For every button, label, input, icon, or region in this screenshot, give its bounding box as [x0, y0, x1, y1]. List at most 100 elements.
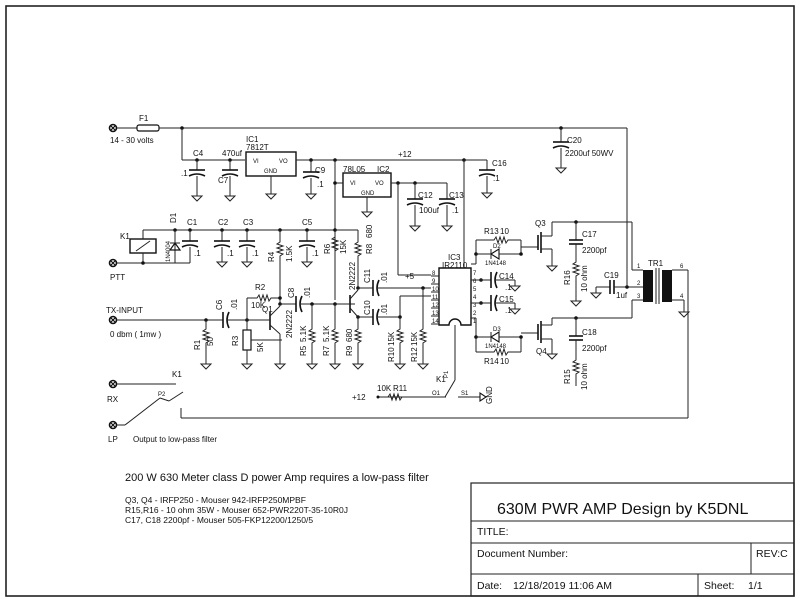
svg-text:15K: 15K	[387, 331, 396, 346]
svg-text:K1: K1	[172, 370, 182, 379]
notes-line: C17, C18 2200pf - Mouser 505-FKP12200/12…	[125, 515, 313, 525]
rx-terminal-icon[interactable]	[108, 379, 118, 389]
svg-text:RX: RX	[107, 395, 119, 404]
capacitor-c19: C19 1uf	[590, 270, 643, 300]
power-terminal-icon[interactable]	[108, 123, 118, 133]
svg-text:R9: R9	[345, 345, 354, 356]
svg-text:O1: O1	[432, 391, 441, 397]
svg-text:4: 4	[680, 294, 684, 300]
svg-text:C16: C16	[492, 159, 507, 168]
capacitor-c6: C6 .01	[215, 298, 247, 329]
svg-text:1N4148: 1N4148	[485, 261, 507, 267]
svg-text:2200uf 50WV: 2200uf 50WV	[565, 149, 614, 158]
svg-text:PTT: PTT	[110, 273, 125, 282]
capacitor-c10: C10 .01	[358, 295, 431, 326]
svg-text:D1: D1	[169, 212, 178, 223]
svg-text:C11: C11	[363, 268, 372, 283]
svg-text:10: 10	[500, 357, 509, 366]
svg-text:C10: C10	[363, 300, 372, 315]
svg-text:R12: R12	[410, 347, 419, 362]
ptt-terminal-icon[interactable]	[108, 258, 118, 268]
sheet-label: Sheet:	[704, 580, 734, 592]
svg-text:10: 10	[500, 227, 509, 236]
ic3-pin-label: 5	[473, 287, 477, 293]
mosfet-q4-label: Q4	[536, 347, 547, 356]
svg-text:R10: R10	[387, 347, 396, 362]
svg-text:1uf: 1uf	[616, 291, 628, 300]
date-value: 12/18/2019 11:06 AM	[513, 580, 612, 592]
svg-text:5K: 5K	[256, 342, 265, 352]
sheet-value: 1/1	[748, 580, 763, 592]
svg-text:0 dbm ( 1mw ): 0 dbm ( 1mw )	[110, 330, 161, 339]
svg-text:R7: R7	[322, 345, 331, 356]
resistor-r8: R8 680	[335, 224, 374, 288]
svg-text:.01: .01	[380, 271, 389, 283]
fuse-label: F1	[139, 114, 149, 123]
svg-text:2200pf: 2200pf	[582, 344, 607, 353]
svg-text:15K: 15K	[410, 331, 419, 346]
capacitor-c18: C18 2200pf	[569, 318, 607, 358]
svg-text:10K: 10K	[377, 384, 392, 393]
svg-text:470uf: 470uf	[222, 149, 243, 158]
svg-text:R14: R14	[484, 357, 499, 366]
svg-text:10 ohm: 10 ohm	[580, 363, 589, 390]
svg-text:2N2222: 2N2222	[348, 261, 357, 290]
svg-text:R3: R3	[231, 335, 240, 346]
svg-text:.1: .1	[194, 249, 201, 258]
ic3-pin-label: 9	[432, 279, 436, 285]
transistor-q2: 2N2222	[335, 261, 359, 318]
svg-text:.01: .01	[230, 298, 239, 310]
capacitor-c4: C4 .1	[181, 149, 206, 202]
revision-label: REV:C	[756, 548, 788, 560]
tx-input-terminal-icon[interactable]	[108, 315, 118, 325]
svg-text:P1: P1	[444, 370, 450, 378]
svg-text:VI: VI	[350, 181, 356, 187]
svg-text:C3: C3	[243, 218, 254, 227]
resistor-r12: R12 15K	[410, 286, 429, 370]
svg-text:C5: C5	[302, 218, 313, 227]
ic3-pin-label: 14	[432, 319, 439, 325]
svg-text:2: 2	[637, 281, 641, 287]
svg-text:5.1K: 5.1K	[299, 325, 308, 342]
svg-text:1N4148: 1N4148	[485, 344, 507, 350]
ic3-pin-label: 6	[473, 279, 477, 285]
svg-text:10K: 10K	[251, 301, 266, 310]
svg-text:R5: R5	[299, 345, 308, 356]
ic3-pin-label: 11	[432, 295, 439, 301]
svg-text:.1: .1	[181, 169, 188, 178]
capacitor-c7: C7 470uf	[218, 149, 243, 202]
svg-text:C4: C4	[193, 149, 204, 158]
svg-text:680: 680	[345, 328, 354, 342]
svg-text:C20: C20	[567, 136, 582, 145]
resistor-r1: R1 50	[193, 318, 215, 370]
svg-text:R16: R16	[563, 270, 572, 285]
svg-text:.1: .1	[452, 206, 459, 215]
svg-text:.1: .1	[505, 283, 512, 292]
svg-text:10 ohm: 10 ohm	[580, 265, 589, 292]
svg-text:R1: R1	[193, 339, 202, 350]
svg-text:.01: .01	[380, 303, 389, 315]
svg-text:C17: C17	[582, 230, 597, 239]
ic3-pin-label: 7	[473, 271, 477, 277]
date-label: Date:	[477, 580, 502, 592]
svg-text:.1: .1	[493, 174, 500, 183]
svg-text:C8: C8	[287, 287, 296, 298]
resistor-r9: R9 680	[345, 315, 364, 370]
svg-text:680: 680	[365, 224, 374, 238]
document-number-label: Document Number:	[477, 548, 568, 560]
svg-text:15K: 15K	[339, 239, 348, 254]
lp-terminal-icon[interactable]	[108, 420, 118, 430]
capacitor-c17: C17 2200pf	[569, 222, 607, 260]
capacitor-c14: C14 .1	[471, 271, 521, 292]
ic3-pin-label: 1	[473, 319, 477, 325]
svg-text:VO: VO	[375, 181, 384, 187]
rail-5v-label: +5	[405, 272, 415, 281]
capacitor-c8: C8 .01	[278, 286, 355, 313]
svg-text:IC3: IC3	[448, 253, 461, 262]
resistor-r16: R16 10 ohm	[563, 259, 589, 307]
svg-text:C18: C18	[582, 328, 597, 337]
svg-text:+12: +12	[352, 393, 366, 402]
svg-text:100uf: 100uf	[419, 206, 440, 215]
svg-text:5.1K: 5.1K	[322, 325, 331, 342]
